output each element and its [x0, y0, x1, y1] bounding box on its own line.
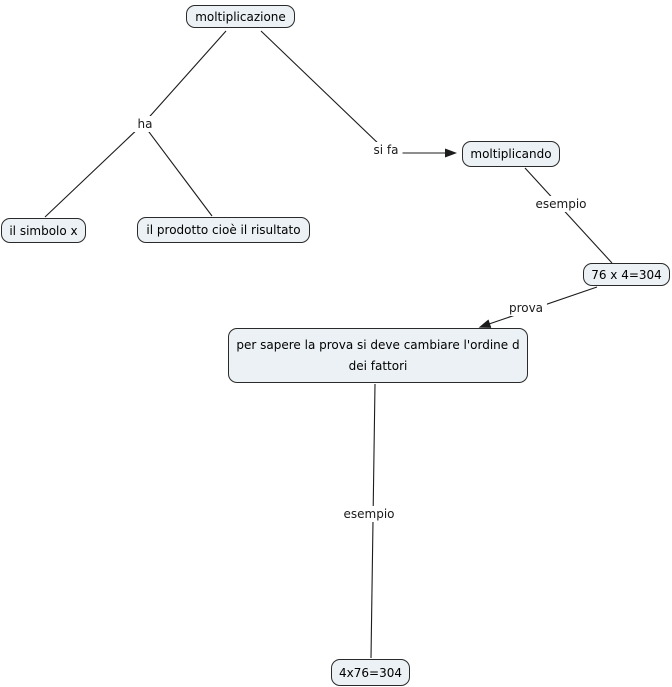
node-esempio-76x4[interactable]: 76 x 4=304 — [583, 263, 670, 286]
node-prova-spiegazione[interactable]: per sapere la prova si deve cambiare l'o… — [228, 328, 528, 383]
link-label-esempio-1[interactable]: esempio — [531, 196, 591, 212]
connector-ha-simbolo — [44, 123, 144, 218]
node-il-simbolo-x[interactable]: il simbolo x — [1, 218, 86, 243]
link-label-esempio-2[interactable]: esempio — [339, 506, 399, 522]
link-label-si-fa[interactable]: si fa — [369, 142, 403, 158]
node-esempio-4x76[interactable]: 4x76=304 — [331, 659, 410, 686]
connector-moltiplicando-esempio — [524, 167, 613, 264]
node-prova-line1: per sapere la prova si deve cambiare l'o… — [236, 337, 520, 352]
link-label-ha[interactable]: ha — [133, 116, 157, 132]
connector-ha-prodotto — [142, 123, 213, 217]
node-moltiplicazione[interactable]: moltiplicazione — [186, 5, 295, 28]
node-moltiplicando[interactable]: moltiplicando — [462, 141, 560, 167]
node-prova-line2: dei fattori — [348, 359, 408, 374]
node-il-prodotto[interactable]: il prodotto cioè il risultato — [137, 217, 310, 243]
connector-root-sifa — [260, 30, 384, 149]
link-label-prova[interactable]: prova — [504, 300, 548, 316]
connector-root-ha — [142, 30, 227, 125]
